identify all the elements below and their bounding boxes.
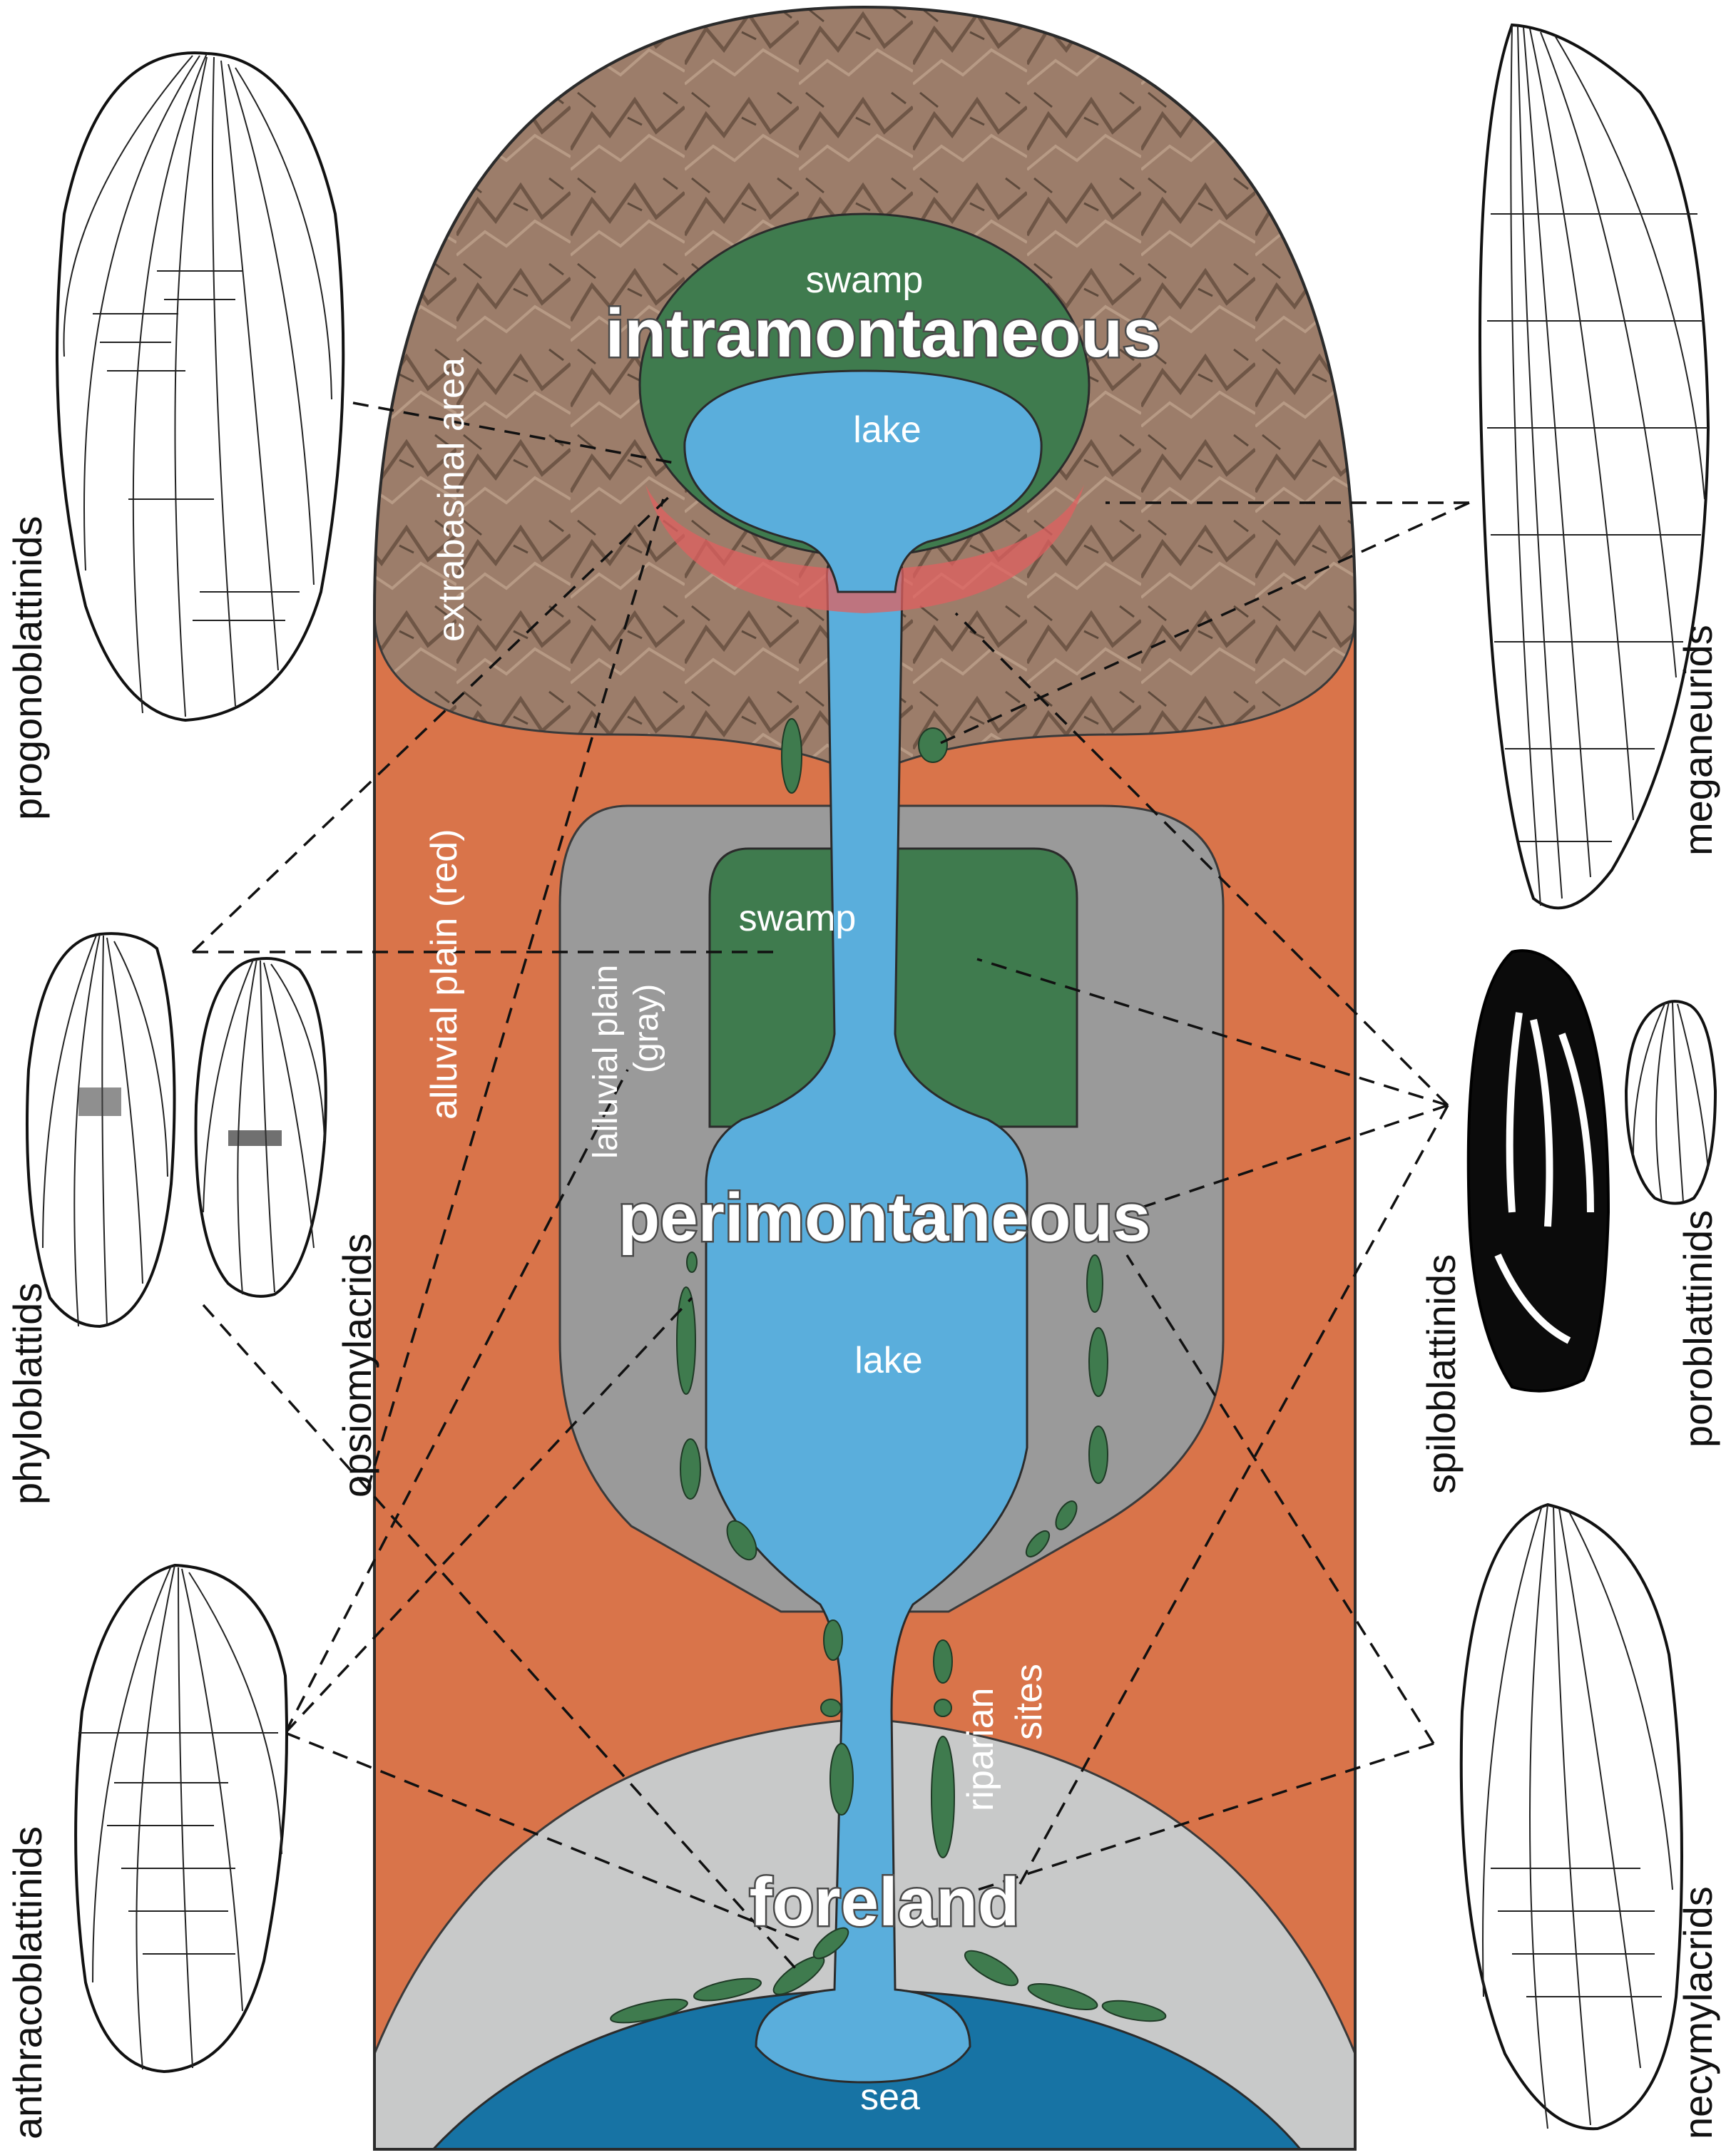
riparian-sites	[610, 718, 1167, 2024]
wing-progonoblattinids	[56, 51, 345, 722]
wing-phyloblattids	[26, 932, 176, 1329]
red-rim	[645, 485, 1084, 613]
wing-necymylacrids	[1459, 1503, 1683, 2131]
label-alluvial-red: alluvial plain (red)	[424, 829, 465, 1120]
taxon-phyloblattids: phyloblattids	[5, 1283, 50, 1505]
taxon-poroblattinids: poroblattinids	[1675, 1210, 1720, 1448]
taxon-spiloblattinids: spiloblattinids	[1419, 1254, 1464, 1494]
intramontaneous-basin	[638, 213, 1091, 613]
label-alluvial-gray-1: lalluvial plain	[587, 965, 625, 1159]
label-lake-middle: lake	[854, 1340, 922, 1381]
connector-lines	[191, 401, 1470, 1970]
label-riparian-1: riparian	[960, 1688, 1001, 1811]
label-swamp-upper: swamp	[806, 260, 924, 301]
river-and-lakes	[705, 554, 1028, 2084]
label-extrabasinal: extrabasinal area	[431, 357, 472, 642]
label-alluvial-gray-2: (gray)	[628, 984, 665, 1073]
zone-intramontaneous: intramontaneous	[606, 295, 1161, 372]
label-riparian-2: sites	[1009, 1664, 1050, 1740]
wing-spiloblattinids	[1466, 949, 1610, 1393]
wing-opsiomylacrids	[194, 957, 327, 1298]
taxon-opsiomylacrids: opsiomylacrids	[335, 1234, 379, 1498]
basin-outline	[373, 5, 1357, 2151]
wing-anthracoblattinids	[74, 1563, 288, 2074]
lake-upper	[683, 369, 1043, 593]
wing-meganeurids	[1479, 23, 1710, 910]
zone-perimontaneous: perimontaneous	[618, 1179, 1151, 1256]
taxon-progonoblattinids: progonoblattinids	[5, 516, 50, 820]
taxon-necymylacrids: necymylacrids	[1675, 1886, 1720, 2139]
label-swamp-middle: swamp	[739, 898, 857, 939]
label-sea: sea	[860, 2077, 920, 2118]
taxon-anthracoblattinids: anthracoblattinids	[5, 1826, 50, 2139]
wing-poroblattinids	[1624, 1000, 1717, 1205]
taxon-meganeurids: meganeurids	[1675, 625, 1720, 856]
label-lake-upper: lake	[853, 409, 921, 451]
zone-foreland: foreland	[750, 1864, 1020, 1940]
